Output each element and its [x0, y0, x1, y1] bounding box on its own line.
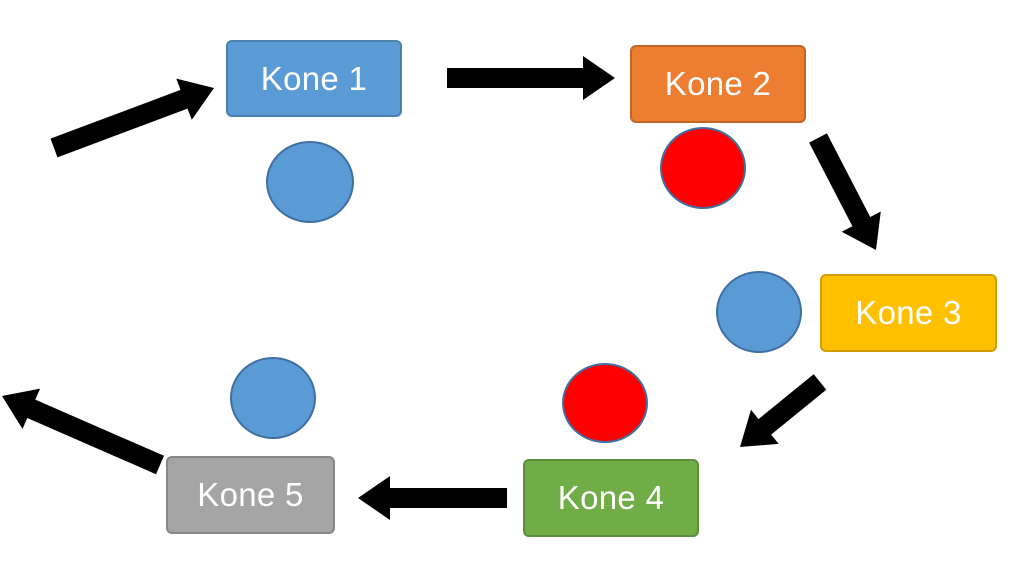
machine-box-kone-5: Kone 5 — [166, 456, 335, 534]
machine-box-kone-3: Kone 3 — [820, 274, 997, 352]
status-dot-red — [660, 127, 746, 209]
machine-label: Kone 5 — [197, 476, 304, 513]
flow-arrow-4 — [740, 374, 827, 447]
status-dot-blue — [230, 357, 316, 439]
machine-label: Kone 1 — [260, 59, 368, 97]
flow-arrow-3 — [809, 133, 881, 250]
flow-arrow-2 — [447, 56, 615, 100]
status-dot-blue — [266, 141, 354, 223]
machine-label: Kone 2 — [664, 65, 772, 102]
status-dot-blue — [716, 271, 802, 353]
flow-arrow-1 — [50, 78, 214, 158]
machine-label: Kone 3 — [855, 294, 962, 331]
flow-arrow-5 — [358, 476, 507, 520]
machine-box-kone-4: Kone 4 — [523, 459, 699, 537]
flow-arrow-6 — [2, 388, 164, 475]
machine-box-kone-2: Kone 2 — [630, 45, 806, 123]
machine-label: Kone 4 — [557, 479, 665, 516]
machine-box-kone-1: Kone 1 — [226, 40, 402, 117]
status-dot-red — [562, 363, 648, 443]
